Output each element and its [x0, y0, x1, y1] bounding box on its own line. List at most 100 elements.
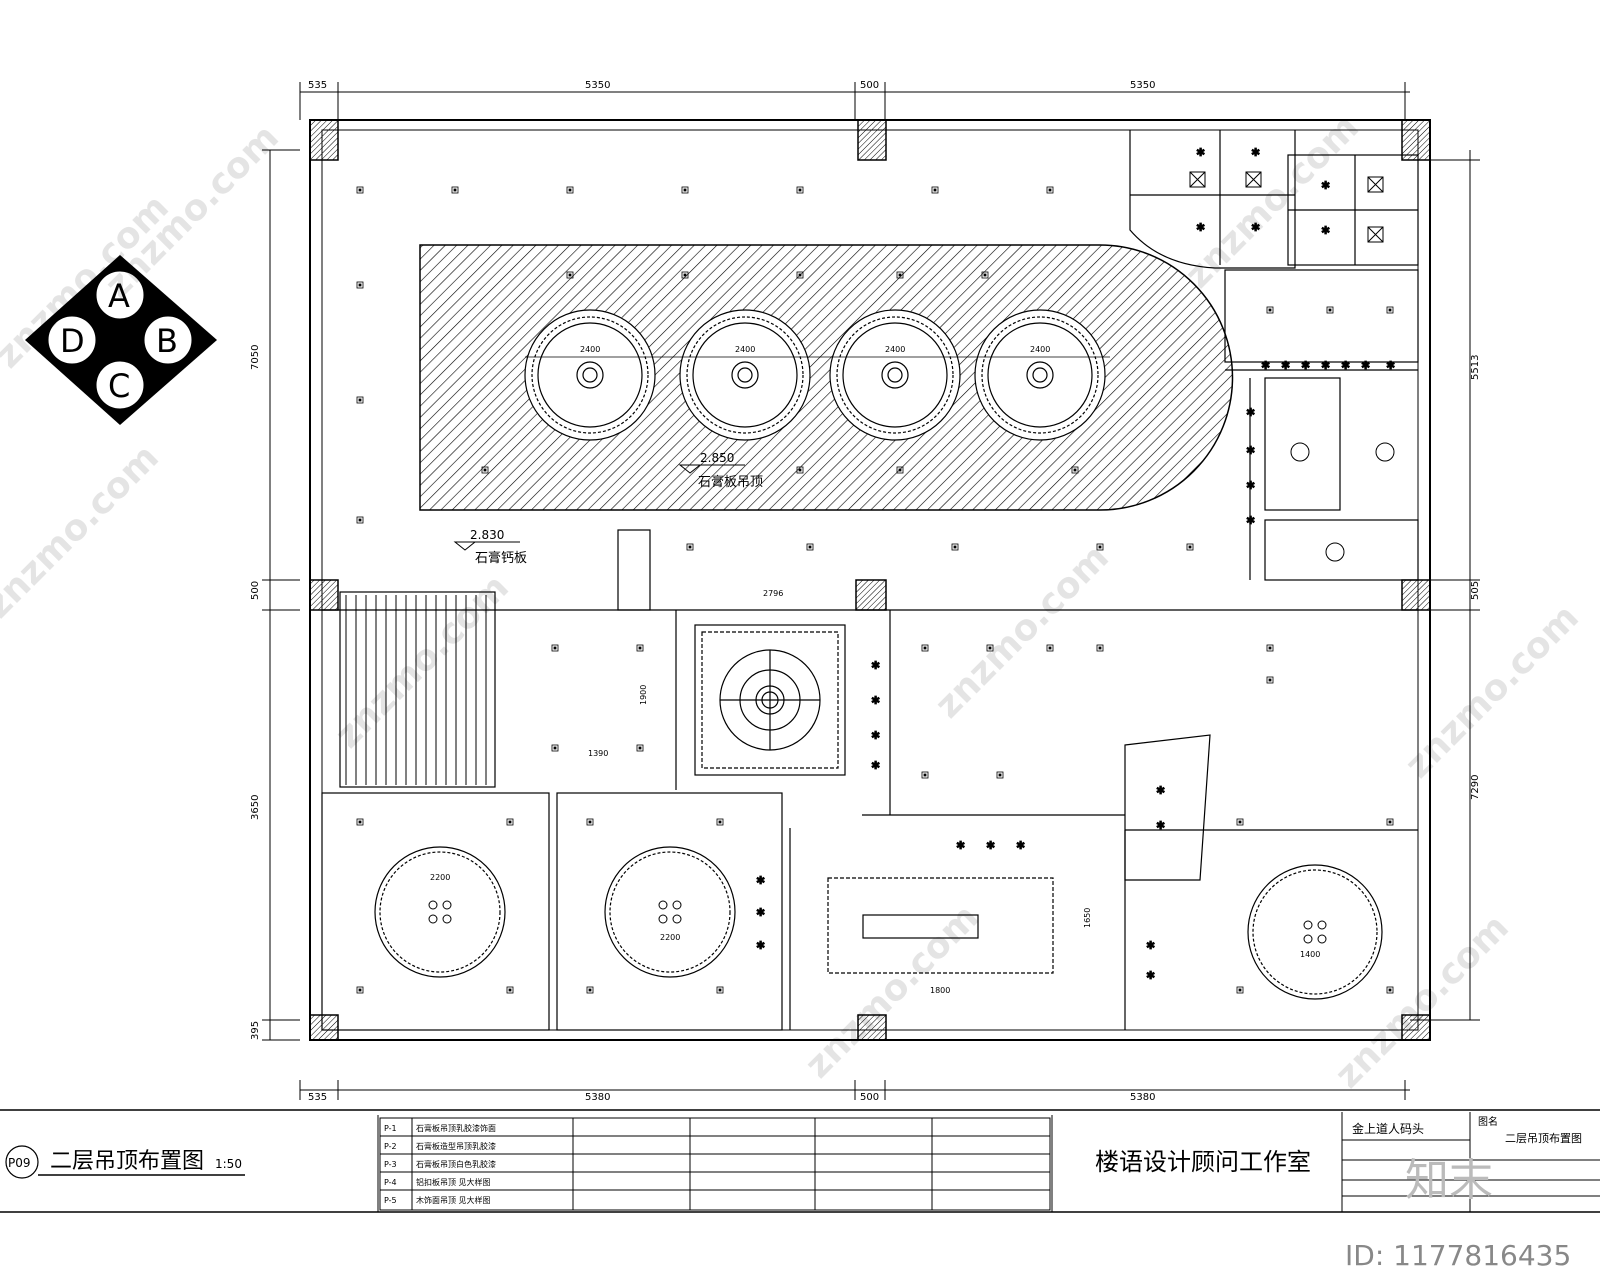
downlight [716, 986, 724, 994]
downlight [1266, 306, 1274, 314]
downlight [981, 271, 989, 279]
circle-dim-4: 2400 [1030, 345, 1050, 354]
downlight [896, 271, 904, 279]
circle-dim-1: 2400 [580, 345, 600, 354]
downlight-core [588, 988, 592, 992]
downlight [1236, 986, 1244, 994]
dim-top-4: 5350 [1130, 80, 1155, 91]
compass-label-a: A [108, 277, 130, 315]
downlight-core [568, 188, 572, 192]
spot-light-icon: ✱ [956, 839, 965, 852]
downlight-core [1268, 646, 1272, 650]
level-annotation-2: 2.830 石膏钙板 [453, 528, 527, 566]
downlight [681, 271, 689, 279]
downlight-core [1328, 308, 1332, 312]
downlight-core [1388, 820, 1392, 824]
spot-light-icon: ✱ [1251, 221, 1260, 234]
room-dim-5: 1650 [1083, 908, 1092, 928]
circle-dim-2: 2400 [735, 345, 755, 354]
downlight-core [898, 468, 902, 472]
spot-light-icon: ✱ [1246, 479, 1255, 492]
downlight-core [483, 468, 487, 472]
legend-text-4: 铝扣板吊顶 见大样图 [416, 1177, 491, 1187]
circle-dim-labels: 2400 2400 2400 2400 [580, 345, 1050, 354]
legend-code-5: P-5 [384, 1196, 397, 1205]
legend-code-3: P-3 [384, 1160, 397, 1169]
legend-rows: P-1 石膏板吊顶乳胶漆饰面 P-2 石膏板造型吊顶乳胶漆 P-3 石膏板吊顶白… [384, 1123, 496, 1205]
spot-light-icon: ✱ [1146, 939, 1155, 952]
downlight-core [1098, 545, 1102, 549]
legend-code-4: P-4 [384, 1178, 397, 1187]
downlight-core [988, 646, 992, 650]
downlight [1096, 644, 1104, 652]
compass-label-b: B [156, 322, 178, 360]
square-ceiling-feature [719, 649, 821, 751]
downlight-core [638, 646, 642, 650]
downlight-core [718, 820, 722, 824]
dim-bottom-3: 500 [860, 1092, 879, 1103]
downlight-fixtures: ✱✱✱✱✱✱✱✱✱✱✱✱✱✱✱✱✱✱✱✱✱✱✱✱✱✱✱✱✱✱✱ [356, 146, 1396, 994]
title-label: 图名 [1478, 1115, 1498, 1128]
downlight [1386, 818, 1394, 826]
spot-light-icon: ✱ [1146, 969, 1155, 982]
downlight-core [358, 820, 362, 824]
dim-top-1: 535 [308, 80, 327, 91]
level-annotation-1: 2.850 石膏板吊顶 [678, 451, 763, 490]
downlight [356, 986, 364, 994]
spot-light-icon: ✱ [756, 874, 765, 887]
round-ceiling-4 [974, 309, 1106, 441]
downlight-core [358, 988, 362, 992]
spot-light-icon: ✱ [756, 939, 765, 952]
level-value-2: 2.830 [470, 528, 504, 542]
downlight [356, 396, 364, 404]
compass-label-d: D [60, 322, 85, 360]
downlight [1236, 818, 1244, 826]
brand-logo: 知末 [1405, 1155, 1493, 1206]
spot-light-icon: ✱ [871, 659, 880, 672]
downlight [681, 186, 689, 194]
spot-light-icon: ✱ [1301, 359, 1310, 372]
downlight [806, 543, 814, 551]
dim-top-3: 500 [860, 80, 879, 91]
spot-light-icon: ✱ [1321, 179, 1330, 192]
downlight [356, 186, 364, 194]
legend-text-3: 石膏板吊顶白色乳胶漆 [416, 1159, 496, 1169]
downlight-core [923, 646, 927, 650]
room-dim-7: 1390 [588, 749, 608, 758]
downlight-core [588, 820, 592, 824]
downlight-core [683, 188, 687, 192]
round-ceiling-2 [679, 309, 811, 441]
upper-right-rooms [1129, 130, 1419, 581]
dim-left-1: 7050 [250, 345, 261, 370]
downlight [506, 818, 514, 826]
legend-text-2: 石膏板造型吊顶乳胶漆 [416, 1141, 496, 1151]
downlight-core [983, 273, 987, 277]
spot-light-icon: ✱ [756, 906, 765, 919]
downlight-core [808, 545, 812, 549]
spot-light-icon: ✱ [871, 729, 880, 742]
watermark-2: znzmo.com [0, 437, 167, 627]
dim-left-4: 395 [250, 1021, 261, 1040]
downlight [551, 644, 559, 652]
sheet-number: P09 [8, 1156, 31, 1170]
spot-light-icon: ✱ [871, 694, 880, 707]
dim-top-2: 5350 [585, 80, 610, 91]
compass-label-c: C [108, 367, 130, 405]
downlight-core [568, 273, 572, 277]
downlight [1071, 466, 1079, 474]
watermark-5: znzmo.com [797, 897, 987, 1087]
downlight-core [798, 468, 802, 472]
downlight [506, 986, 514, 994]
downlight-core [1048, 188, 1052, 192]
spot-light-icon: ✱ [1196, 221, 1205, 234]
downlight [921, 644, 929, 652]
downlight-core [358, 283, 362, 287]
downlight [1386, 986, 1394, 994]
downlight [986, 644, 994, 652]
dimension-labels: 535 5350 500 5350 535 5380 500 5380 7050… [250, 80, 1481, 1103]
downlight-core [1098, 646, 1102, 650]
downlight-core [998, 773, 1002, 777]
downlight [796, 186, 804, 194]
spot-light-icon: ✱ [1246, 444, 1255, 457]
